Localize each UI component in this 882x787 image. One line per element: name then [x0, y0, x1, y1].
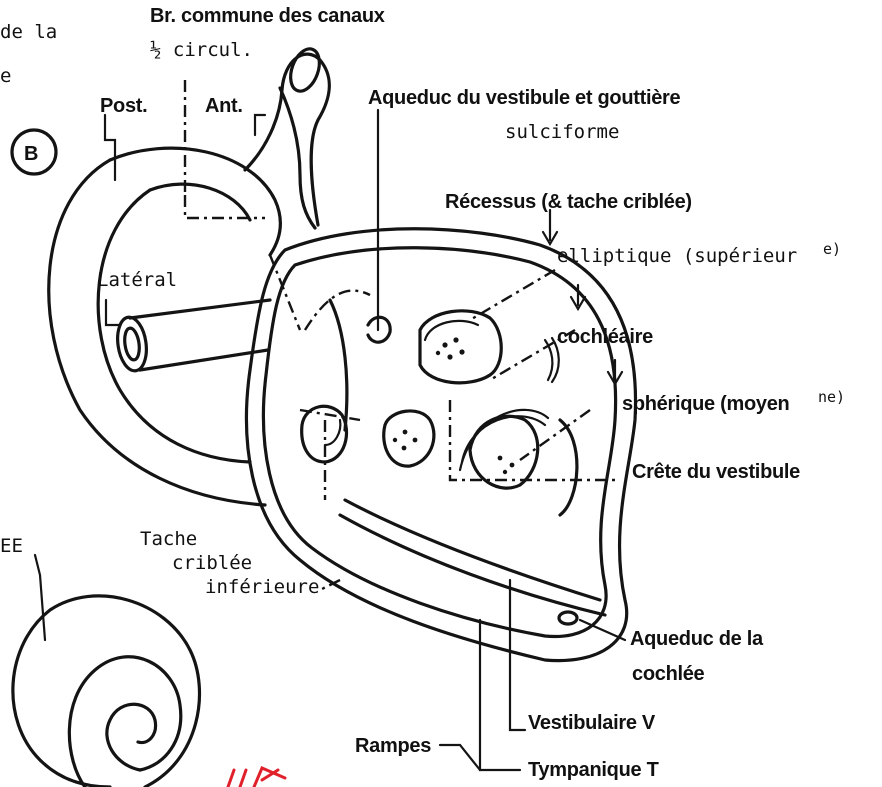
label-tache-2: criblée	[172, 552, 252, 574]
label-spherique: sphérique (moyen	[622, 393, 789, 415]
red-annotation-mark	[228, 768, 285, 787]
lateral-canal	[114, 300, 270, 373]
projection-lines	[185, 80, 620, 590]
label-tympanique: Tympanique T	[528, 759, 659, 781]
label-cochlear-aqueduct-1: Aqueduc de la	[630, 628, 764, 650]
label-elliptique: elliptique (supérieur	[557, 245, 797, 267]
label-top-left-1: de la	[0, 21, 57, 43]
label-common-crus: Br. commune des canaux	[150, 5, 385, 27]
label-cochlear-aqueduct-2: cochlée	[632, 663, 705, 685]
label-ee: EE	[0, 535, 23, 557]
label-tache-1: Tache	[140, 528, 197, 550]
label-recessus: Récessus (& tache criblée)	[445, 191, 692, 213]
label-vestibulaire: Vestibulaire V	[528, 712, 656, 734]
label-top-left-2: e	[0, 65, 11, 87]
label-crete: Crête du vestibule	[632, 461, 800, 483]
label-vestibular-aqueduct: Aqueduc du vestibule et gouttière	[368, 87, 681, 109]
utricle	[420, 311, 501, 383]
saccule	[384, 411, 434, 466]
figure-letter-text: B	[24, 143, 38, 165]
label-elliptique-sup: e)	[823, 240, 841, 258]
cochlea-spiral	[13, 596, 200, 787]
figure-letter: B	[12, 130, 56, 174]
label-rampes: Rampes	[355, 735, 431, 757]
label-half-circular: ½ circul.	[150, 39, 253, 61]
label-lateral: Latéral	[97, 269, 177, 291]
cochlear-aqueduct-opening	[559, 612, 577, 624]
label-tache-3: inférieure	[205, 576, 319, 598]
label-sulciforme: sulciforme	[505, 121, 619, 143]
label-spherique-sup: ne)	[818, 388, 845, 406]
label-posterior: Post.	[100, 95, 147, 117]
label-anterior: Ant.	[205, 95, 243, 117]
label-cochleaire: cochléaire	[557, 326, 653, 348]
